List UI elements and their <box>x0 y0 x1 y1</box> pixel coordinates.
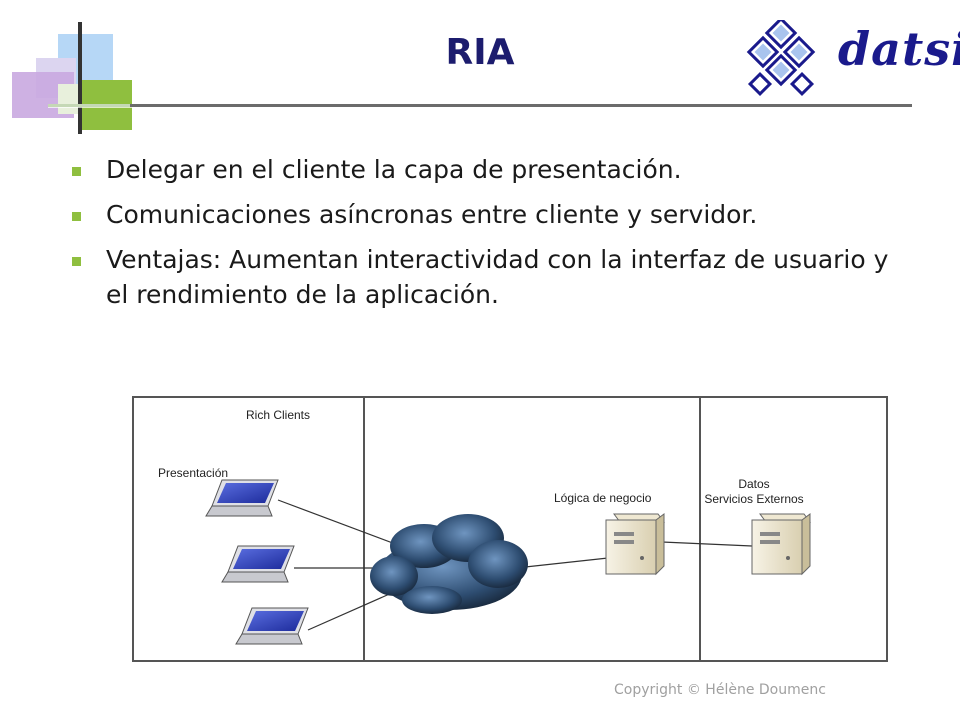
copyright-text: Copyright © Hélène Doumenc <box>614 682 826 698</box>
bullet-text: Ventajas: Aumentan interactividad con la… <box>106 245 889 309</box>
bullet-square-icon <box>72 212 81 221</box>
presentacion-label: Presentación <box>158 466 228 480</box>
bullet-text: Comunicaciones asíncronas entre cliente … <box>106 200 758 229</box>
datsi-logo-icon <box>746 20 816 97</box>
bullet-square-icon <box>72 257 81 266</box>
architecture-diagram: Rich Clients Presentación Lógica de nego… <box>132 396 888 662</box>
bullet-item: Delegar en el cliente la capa de present… <box>72 152 892 187</box>
laptop-icon <box>235 607 309 645</box>
connection-lines <box>277 499 753 631</box>
datos-label: Datos <box>738 477 769 491</box>
title-rule-accent <box>48 104 130 107</box>
network-cloud-icon <box>370 514 528 614</box>
logo-text: datsi <box>838 22 960 76</box>
rich-clients-label: Rich Clients <box>246 408 310 422</box>
laptop-icon <box>205 479 279 517</box>
server-icon <box>605 513 665 576</box>
logica-label: Lógica de negocio <box>554 491 652 505</box>
corner-decoration <box>12 22 132 134</box>
bullet-square-icon <box>72 167 81 176</box>
server-icon <box>751 513 811 576</box>
servicios-label: Servicios Externos <box>704 492 803 506</box>
bullet-item: Comunicaciones asíncronas entre cliente … <box>72 197 892 232</box>
laptop-icon <box>221 545 295 583</box>
slide-title: RIA <box>445 32 515 73</box>
bullet-list: Delegar en el cliente la capa de present… <box>72 152 892 322</box>
bullet-item: Ventajas: Aumentan interactividad con la… <box>72 242 892 312</box>
title-rule <box>130 104 912 107</box>
bullet-text: Delegar en el cliente la capa de present… <box>106 155 682 184</box>
